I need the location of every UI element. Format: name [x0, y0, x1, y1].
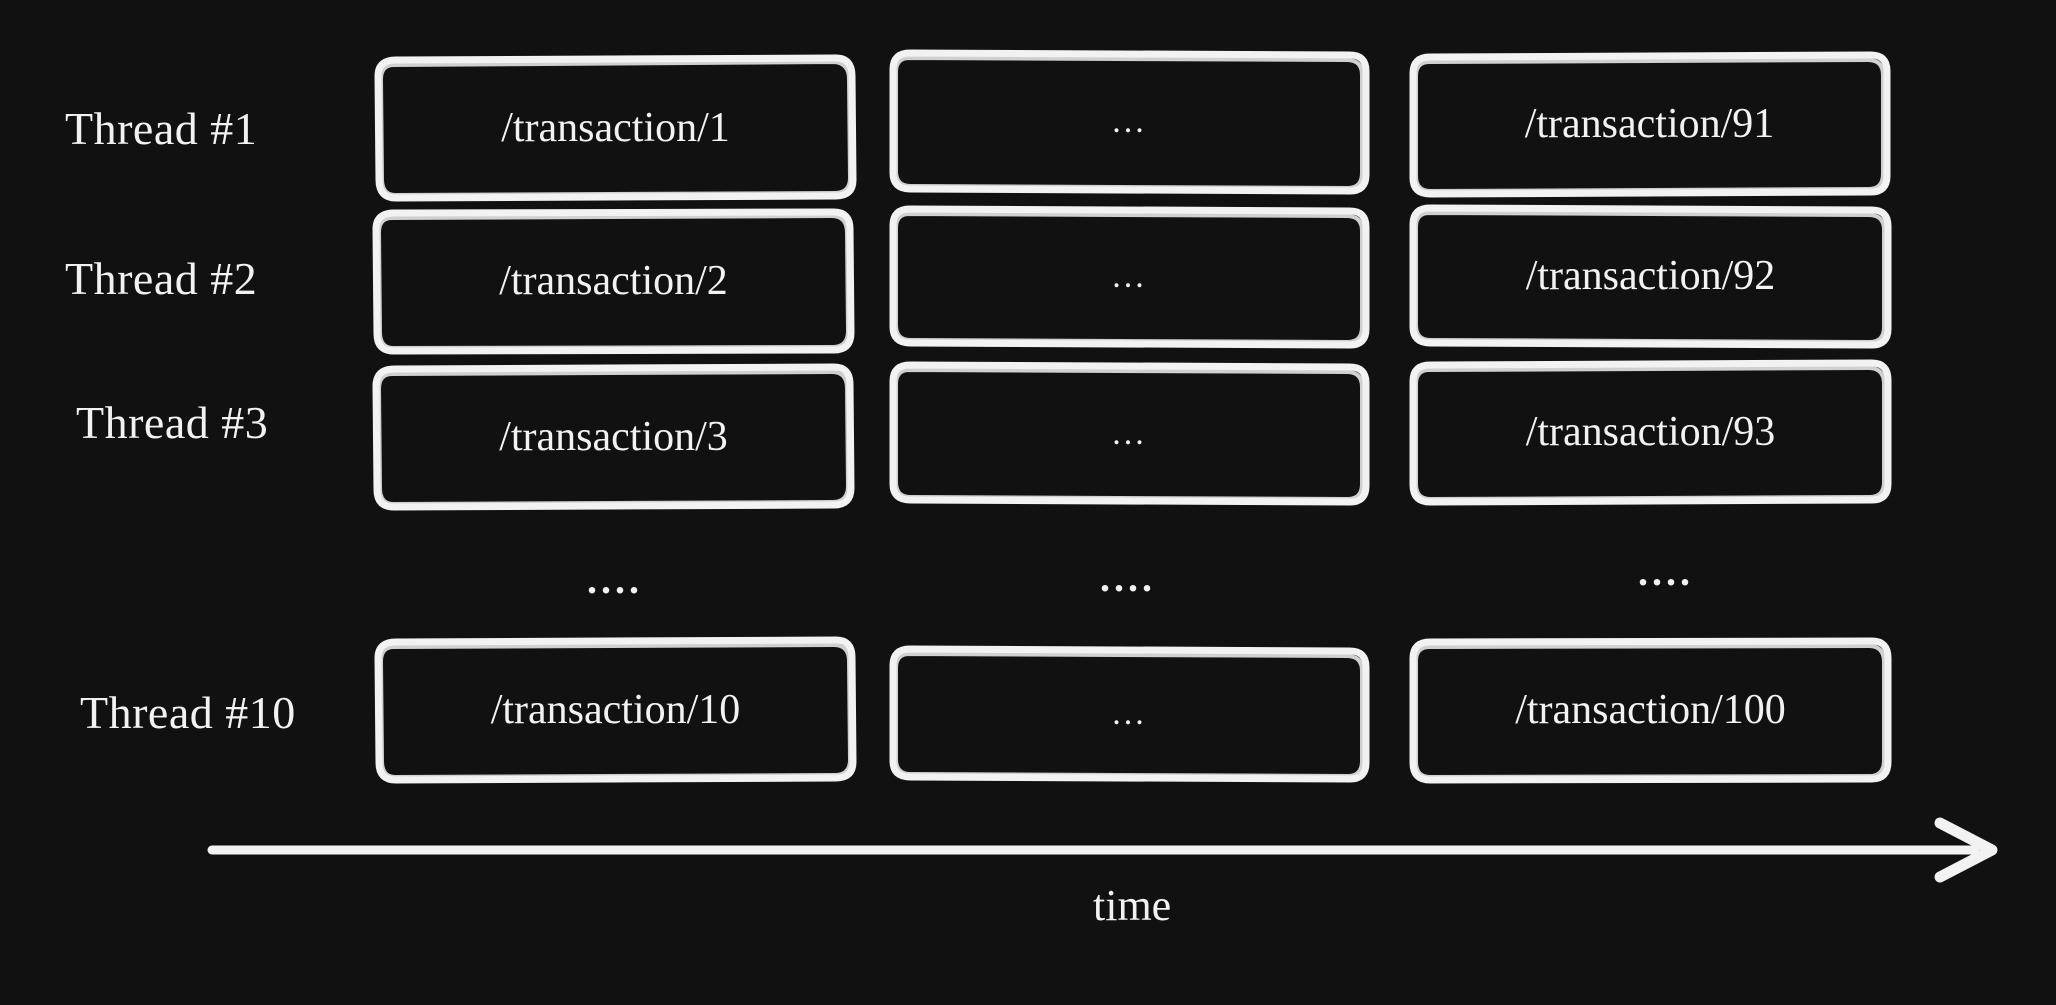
thread-label-10: Thread #10 — [80, 687, 296, 738]
transaction-label-r4c2: ... — [1112, 695, 1147, 732]
transaction-box-r1c3[interactable]: /transaction/91 — [1409, 51, 1891, 198]
transaction-label-r4c3: /transaction/100 — [1515, 687, 1786, 733]
thread-label-1: Thread #1 — [65, 103, 258, 154]
transaction-box-r1c1[interactable]: /transaction/1 — [374, 54, 857, 202]
transaction-label-r4c1: /transaction/10 — [490, 687, 741, 733]
transaction-box-r3c3[interactable]: /transaction/93 — [1409, 359, 1892, 506]
transaction-label-r3c1: /transaction/3 — [499, 414, 728, 460]
continuation-dots-col2: .... — [1100, 555, 1156, 600]
transaction-label-r3c2: ... — [1112, 414, 1147, 452]
time-arrow — [207, 817, 1998, 883]
transaction-label-r1c1: /transaction/1 — [501, 105, 730, 151]
transaction-box-r3c2[interactable]: ... — [889, 361, 1370, 506]
thread-label-3: Thread #3 — [76, 397, 269, 448]
transaction-label-r1c3: /transaction/91 — [1524, 101, 1775, 147]
time-axis-label: time — [1093, 881, 1172, 930]
continuation-dots-col3: .... — [1638, 549, 1694, 594]
transaction-label-r2c3: /transaction/92 — [1525, 253, 1776, 299]
transaction-label-r2c2: ... — [1112, 258, 1147, 295]
transaction-box-r4c1[interactable]: /transaction/10 — [374, 636, 857, 784]
transaction-box-r2c3[interactable]: /transaction/92 — [1409, 204, 1892, 349]
continuation-dots-col1: .... — [587, 557, 643, 602]
transaction-box-r2c2[interactable]: ... — [889, 205, 1370, 349]
transaction-label-r1c2: ... — [1112, 103, 1147, 140]
transaction-box-r4c3[interactable]: /transaction/100 — [1409, 637, 1892, 784]
transaction-box-r2c1[interactable]: /transaction/2 — [372, 208, 855, 355]
thread-label-2: Thread #2 — [65, 253, 258, 304]
transaction-box-r3c1[interactable]: /transaction/3 — [372, 363, 855, 511]
transaction-label-r2c1: /transaction/2 — [499, 258, 728, 304]
transaction-box-r4c2[interactable]: ... — [889, 645, 1370, 783]
transaction-box-r1c2[interactable]: ... — [889, 49, 1370, 195]
transaction-label-r3c3: /transaction/93 — [1525, 409, 1776, 455]
